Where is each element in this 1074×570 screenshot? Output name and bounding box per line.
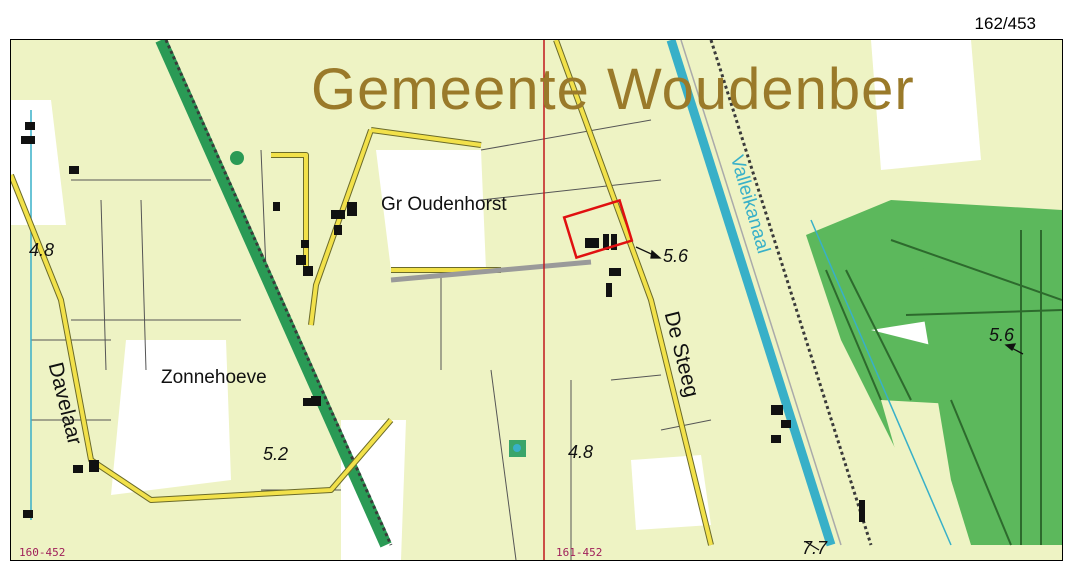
railway (155, 40, 873, 548)
highlight-box[interactable] (562, 198, 634, 260)
field-boundaries (31, 119, 712, 560)
valleikanaal-canal (666, 40, 842, 547)
forest-area (806, 200, 1062, 545)
height-label: 5.6 (663, 246, 689, 266)
height-label: 4.8 (568, 442, 594, 462)
grid-ref-center: 161-452 (556, 546, 603, 559)
ditches (30, 110, 952, 546)
roads (11, 40, 713, 546)
tree-dot (230, 151, 244, 165)
map-canvas (11, 40, 1062, 560)
page-number: 162/453 (974, 14, 1036, 33)
forest-paths (825, 230, 1062, 546)
place-gr-oudenhorst: Gr Oudenhorst (381, 194, 507, 215)
municipality-label: Gemeente Woudenber (311, 57, 915, 122)
height-label: 4.8 (29, 240, 55, 260)
height-label: 5.2 (263, 444, 289, 464)
topographic-map[interactable]: Gemeente Woudenber Gr Oudenhorst Zonneho… (10, 39, 1063, 561)
height-arrows (635, 246, 1024, 551)
pond-water (513, 444, 521, 452)
grid-ref-left: 160-452 (19, 546, 66, 559)
place-zonnehoeve: Zonnehoeve (161, 367, 267, 388)
height-label: 7.7 (802, 538, 828, 558)
paved-lane (390, 259, 592, 283)
buildings (21, 122, 865, 522)
height-label: 5.6 (989, 325, 1015, 345)
